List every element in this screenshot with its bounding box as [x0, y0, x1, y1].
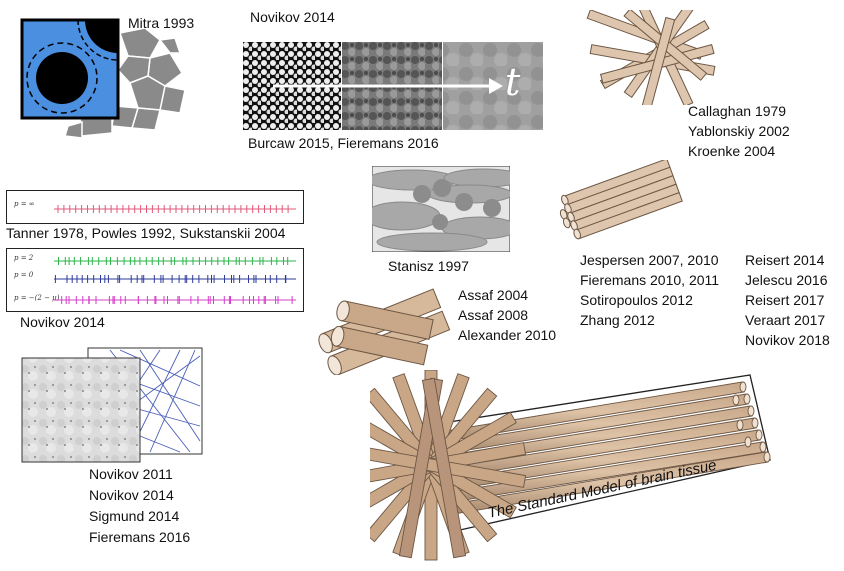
label-jespersen: Jespersen 2007, 2010 [580, 252, 719, 268]
label-stanisz: Stanisz 1997 [388, 258, 469, 274]
label-novikov-2011: Novikov 2011 [89, 466, 173, 482]
label-callaghan: Callaghan 1979 [688, 103, 787, 119]
label-assaf-2008: Assaf 2008 [458, 307, 529, 323]
label-sigmund: Sigmund 2014 [89, 508, 180, 524]
label-kroenke: Kroenke 2004 [688, 143, 776, 159]
label-tanner: Tanner 1978, Powles 1992, Sukstanskii 20… [6, 225, 286, 241]
label-zhang: Zhang 2012 [580, 312, 655, 328]
label-mitra: Mitra 1993 [128, 15, 195, 31]
label-veraart: Veraart 2017 [745, 312, 826, 328]
label-novikov2014-top: Novikov 2014 [250, 9, 335, 25]
label-fieremans-2010: Fieremans 2010, 2011 [580, 272, 720, 288]
coarse-graining-panels [243, 42, 543, 130]
label-yablonskiy: Yablonskiy 2002 [688, 123, 790, 139]
disorder-plot-infinity: p = ∞ [14, 200, 296, 213]
label-fieremans-2016-lower: Fieremans 2016 [89, 529, 191, 545]
random-sticks-figure [586, 10, 716, 105]
disorder-panel-infinity [6, 190, 304, 224]
label-jelescu: Jelescu 2016 [745, 272, 828, 288]
label-alexander: Alexander 2010 [458, 327, 557, 343]
standard-model-figure [370, 370, 771, 561]
crossing-cylinders-figure [318, 288, 451, 375]
parallel-bundle-small [559, 160, 683, 240]
membrane-texture-figure [21, 347, 203, 463]
mitra-porous-media-figure [20, 18, 186, 139]
svg-text:p = 2: p = 2 [14, 254, 34, 262]
label-novikov-2014-lower: Novikov 2014 [89, 487, 174, 503]
svg-text:p = ∞: p = ∞ [14, 200, 35, 208]
disorder-plot-rows: p = 2 p = 0 p = −(2 − μ) [14, 254, 296, 304]
label-burcaw: Burcaw 2015, Fieremans 2016 [248, 135, 439, 151]
label-novikov2014-mid: Novikov 2014 [20, 314, 105, 330]
time-symbol: t [505, 60, 521, 104]
svg-text:p = −(2 − μ): p = −(2 − μ) [14, 294, 60, 302]
label-assaf-2004: Assaf 2004 [458, 287, 529, 303]
label-reisert-2017: Reisert 2017 [745, 292, 825, 308]
stanisz-ellipsoids-figure [372, 166, 510, 252]
label-novikov-2018: Novikov 2018 [745, 332, 830, 348]
svg-text:p = 0: p = 0 [14, 271, 34, 279]
label-reisert-2014: Reisert 2014 [745, 252, 825, 268]
label-sotiropoulos: Sotiropoulos 2012 [580, 292, 693, 308]
